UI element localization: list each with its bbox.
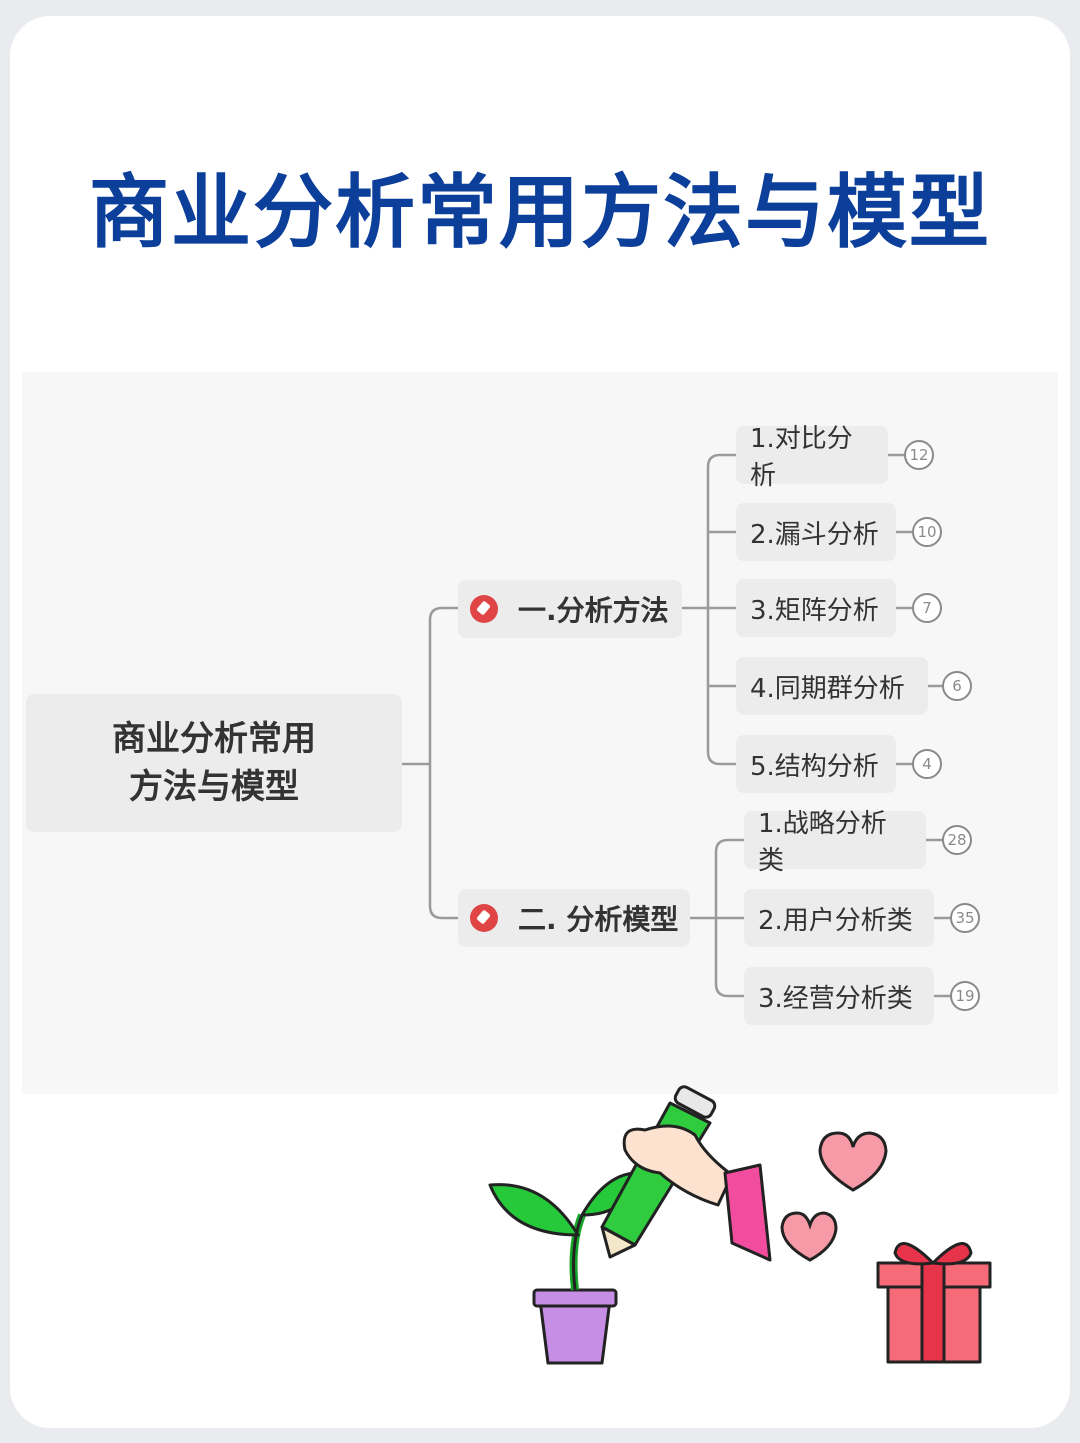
- count-badge: 6: [942, 671, 972, 701]
- count-badge: 10: [912, 517, 942, 547]
- pin-icon: [470, 595, 498, 623]
- leaf-label: 3.经营分析类: [758, 983, 913, 1014]
- count-badge: 28: [942, 825, 972, 855]
- count-badge: 35: [950, 903, 980, 933]
- count-badge: 12: [904, 440, 934, 470]
- heart-icon: [780, 1211, 838, 1262]
- pin-icon: [470, 904, 498, 932]
- branch-label: 二. 分析模型: [518, 903, 679, 936]
- leaf-node[interactable]: 4.同期群分析: [736, 657, 928, 715]
- leaf-label: 3.矩阵分析: [750, 595, 879, 626]
- leaf-node[interactable]: 3.矩阵分析: [736, 579, 896, 637]
- count-badge: 4: [912, 749, 942, 779]
- leaf-label: 4.同期群分析: [750, 673, 905, 704]
- plant-pot-icon: [532, 1288, 618, 1365]
- leaf-node[interactable]: 1.战略分析类: [744, 809, 926, 876]
- gift-icon: [876, 1242, 992, 1364]
- leaf-node[interactable]: 1.对比分析: [736, 424, 888, 491]
- leaf-label: 2.用户分析类: [758, 905, 913, 936]
- leaf-label: 5.结构分析: [750, 751, 879, 782]
- leaf-node[interactable]: 2.漏斗分析: [736, 503, 896, 561]
- leaf-node[interactable]: 5.结构分析: [736, 735, 896, 793]
- root-node[interactable]: 商业分析常用 方法与模型: [26, 694, 402, 832]
- heart-icon: [818, 1131, 888, 1192]
- root-label-line1: 商业分析常用: [112, 719, 316, 759]
- root-label-line2: 方法与模型: [129, 767, 299, 807]
- leaf-label: 2.漏斗分析: [750, 519, 879, 550]
- decorative-illustration: [488, 1085, 992, 1365]
- leaf-node[interactable]: 2.用户分析类: [744, 889, 934, 947]
- branch-analysis-methods[interactable]: 一.分析方法: [458, 580, 682, 638]
- hand-icon: [622, 1124, 772, 1262]
- count-badge: 7: [912, 593, 942, 623]
- branch-analysis-models[interactable]: 二. 分析模型: [458, 889, 690, 947]
- page-title: 商业分析常用方法与模型: [89, 166, 991, 259]
- count-badge: 19: [950, 981, 980, 1011]
- leaf-node[interactable]: 3.经营分析类: [744, 967, 934, 1025]
- leaf-label: 1.战略分析类: [758, 809, 887, 876]
- leaf-label: 1.对比分析: [750, 424, 853, 491]
- branch-label: 一.分析方法: [518, 594, 669, 627]
- plant-icon: [488, 1171, 637, 1291]
